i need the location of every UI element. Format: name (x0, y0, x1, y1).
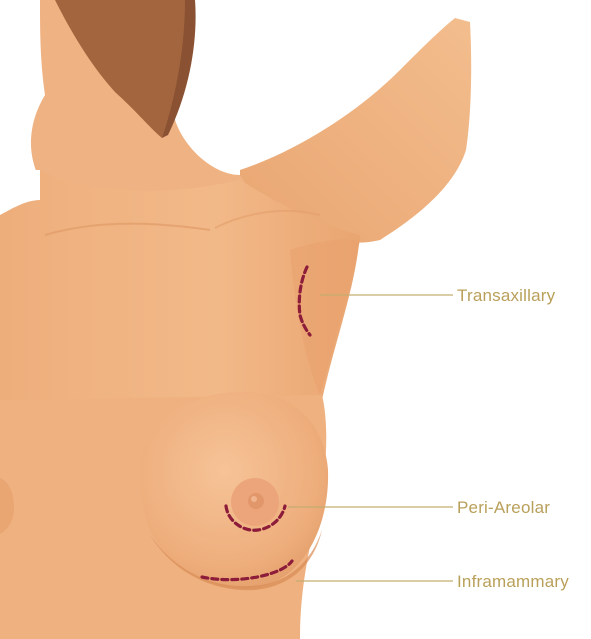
nipple-highlight (251, 496, 257, 502)
inframammary-label: Inframammary (457, 572, 569, 591)
peri-areolar-label: Peri-Areolar (457, 498, 550, 517)
transaxillary-label: Transaxillary (457, 286, 556, 305)
